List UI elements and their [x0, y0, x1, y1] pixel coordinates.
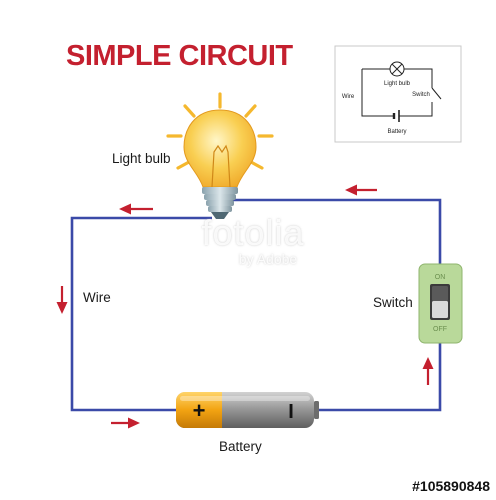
- schematic-lamp-icon: [389, 61, 405, 77]
- wire-bottom-right: [318, 342, 442, 412]
- current-arrow-icon: [111, 417, 140, 429]
- toggle-switch-icon: [418, 263, 463, 344]
- battery-terminal: [314, 401, 319, 419]
- bulb-base-ring: [202, 187, 238, 194]
- switch-on-label: ON: [435, 274, 446, 281]
- wire-top-right: [215, 198, 442, 265]
- schematic-switch-lever: [431, 87, 442, 100]
- current-arrow-icon: [345, 184, 377, 196]
- battery-icon: [176, 392, 319, 428]
- circuit-wire: [70, 198, 442, 412]
- battery-positive-sign: +: [193, 398, 206, 423]
- switch-label: Switch: [373, 295, 413, 310]
- stock-id: #105890848: [412, 478, 490, 494]
- battery-positive-end: [176, 392, 222, 428]
- bulb-contact: [211, 212, 229, 219]
- watermark-main: fotolia: [201, 212, 305, 253]
- switch-lever: [432, 301, 448, 318]
- schematic-wire-label: Wire: [342, 94, 355, 100]
- battery-label: Battery: [219, 439, 262, 454]
- light-bulb-icon: [166, 92, 274, 219]
- schematic-light-bulb-label: Light bulb: [384, 81, 411, 87]
- light-bulb-label: Light bulb: [112, 151, 171, 166]
- schematic-inset: [334, 45, 462, 143]
- switch-off-label: OFF: [433, 326, 447, 333]
- watermark-sub: by Adobe: [238, 251, 298, 267]
- watermark: fotolia by Adobe: [188, 212, 318, 268]
- battery-negative-sign: I: [288, 401, 294, 423]
- current-arrow-icon: [119, 203, 153, 215]
- bulb-filament: [211, 144, 231, 188]
- bulb-rays: [166, 92, 274, 170]
- current-arrow-icon: [422, 357, 434, 385]
- current-arrows: [56, 184, 434, 429]
- wire-label: Wire: [83, 290, 111, 305]
- schematic-battery-label: Battery: [387, 129, 406, 135]
- diagram-title: SIMPLE CIRCUIT: [66, 40, 293, 72]
- current-arrow-icon: [56, 286, 68, 314]
- wire-left: [70, 216, 212, 412]
- schematic-switch-label: Switch: [412, 92, 430, 98]
